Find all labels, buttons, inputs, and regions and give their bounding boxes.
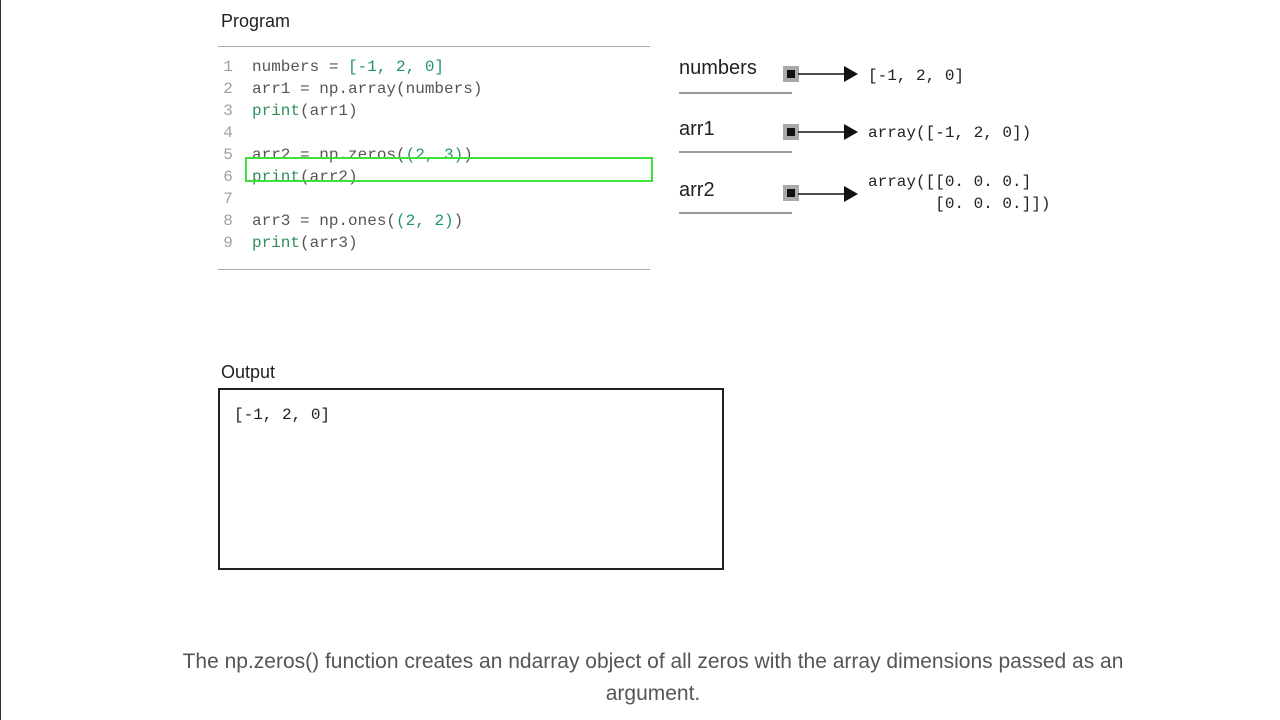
pointer-icon: [783, 124, 799, 140]
code-token: arr3 = np.ones(: [252, 212, 397, 230]
code-line: 3 print(arr1): [218, 100, 650, 122]
code-token: ): [453, 212, 464, 230]
line-number: 7: [223, 190, 233, 208]
code-line: 4: [218, 122, 650, 144]
code-token: (arr3): [300, 234, 358, 252]
arrow-icon: [798, 124, 858, 140]
line-code: arr3 = np.ones((2, 2)): [252, 210, 463, 232]
line-number: 8: [223, 212, 233, 230]
variable-underline-arr2: [679, 212, 792, 214]
code-line: 6 print(arr2): [218, 166, 650, 188]
line-number: 2: [223, 80, 233, 98]
code-token: ): [463, 146, 473, 164]
caption-text: The np.zeros() function creates an ndarr…: [182, 650, 1124, 705]
code-lines: 1 numbers = [-1, 2, 0] 2 arr1 = np.array(nu…: [218, 56, 650, 254]
code-line: 2 arr1 = np.array(numbers): [218, 78, 650, 100]
line-code: print(arr3): [252, 232, 358, 254]
code-token: print: [252, 168, 301, 186]
code-token: numbers =: [252, 58, 349, 76]
code-line: 1 numbers = [-1, 2, 0]: [218, 56, 650, 78]
variable-label-numbers: numbers: [679, 57, 757, 79]
variable-label-arr1: arr1: [679, 118, 715, 140]
code-line: 7: [218, 188, 650, 210]
variable-value-arr1: array([-1, 2, 0]): [868, 124, 1032, 142]
arrow-icon: [798, 66, 858, 82]
program-code-panel: 1 numbers = [-1, 2, 0] 2 arr1 = np.array(nu…: [218, 46, 650, 270]
variable-label-arr2: arr2: [679, 179, 715, 201]
line-code: arr1 = np.array(numbers): [252, 78, 482, 100]
code-token: print: [252, 234, 301, 252]
program-label: Program: [221, 11, 291, 31]
code-token: arr1 = np.array(numbers): [252, 80, 483, 98]
code-token: [-1, 2, 0]: [348, 58, 445, 76]
variable-value-arr2: array([[0. 0. 0.] [0. 0. 0.]]): [868, 173, 1051, 213]
line-number: 3: [223, 102, 233, 120]
line-number: 6: [223, 168, 233, 186]
variable-underline-arr1: [679, 151, 792, 153]
output-console: [-1, 2, 0]: [218, 388, 724, 570]
code-line: 8 arr3 = np.ones((2, 2)): [218, 210, 650, 232]
output-label: Output: [221, 362, 276, 382]
code-token: print: [252, 102, 301, 120]
pointer-icon: [783, 185, 799, 201]
code-token: (2, 2): [396, 212, 454, 230]
variable-value-numbers: [-1, 2, 0]: [868, 67, 965, 85]
code-line: 9 print(arr3): [218, 232, 650, 254]
output-text: [-1, 2, 0]: [234, 406, 331, 424]
code-line: 5 arr2 = np.zeros((2, 3)): [218, 144, 650, 166]
line-number: 1: [223, 58, 233, 76]
pointer-icon: [783, 66, 799, 82]
line-number: 9: [223, 234, 233, 252]
line-code: print(arr1): [252, 100, 358, 122]
line-code: numbers = [-1, 2, 0]: [252, 56, 444, 78]
arrow-icon: [798, 186, 858, 202]
code-token: (arr1): [300, 102, 358, 120]
line-code: print(arr2): [252, 166, 358, 188]
line-code: arr2 = np.zeros((2, 3)): [252, 144, 473, 166]
code-token: arr2 = np.zeros(: [252, 146, 406, 164]
code-token: (arr2): [300, 168, 358, 186]
variable-underline-numbers: [679, 92, 792, 94]
line-number: 5: [223, 146, 233, 164]
frame-left-border: [0, 0, 1, 720]
code-token: (2, 3): [405, 146, 464, 164]
line-number: 4: [223, 124, 233, 142]
